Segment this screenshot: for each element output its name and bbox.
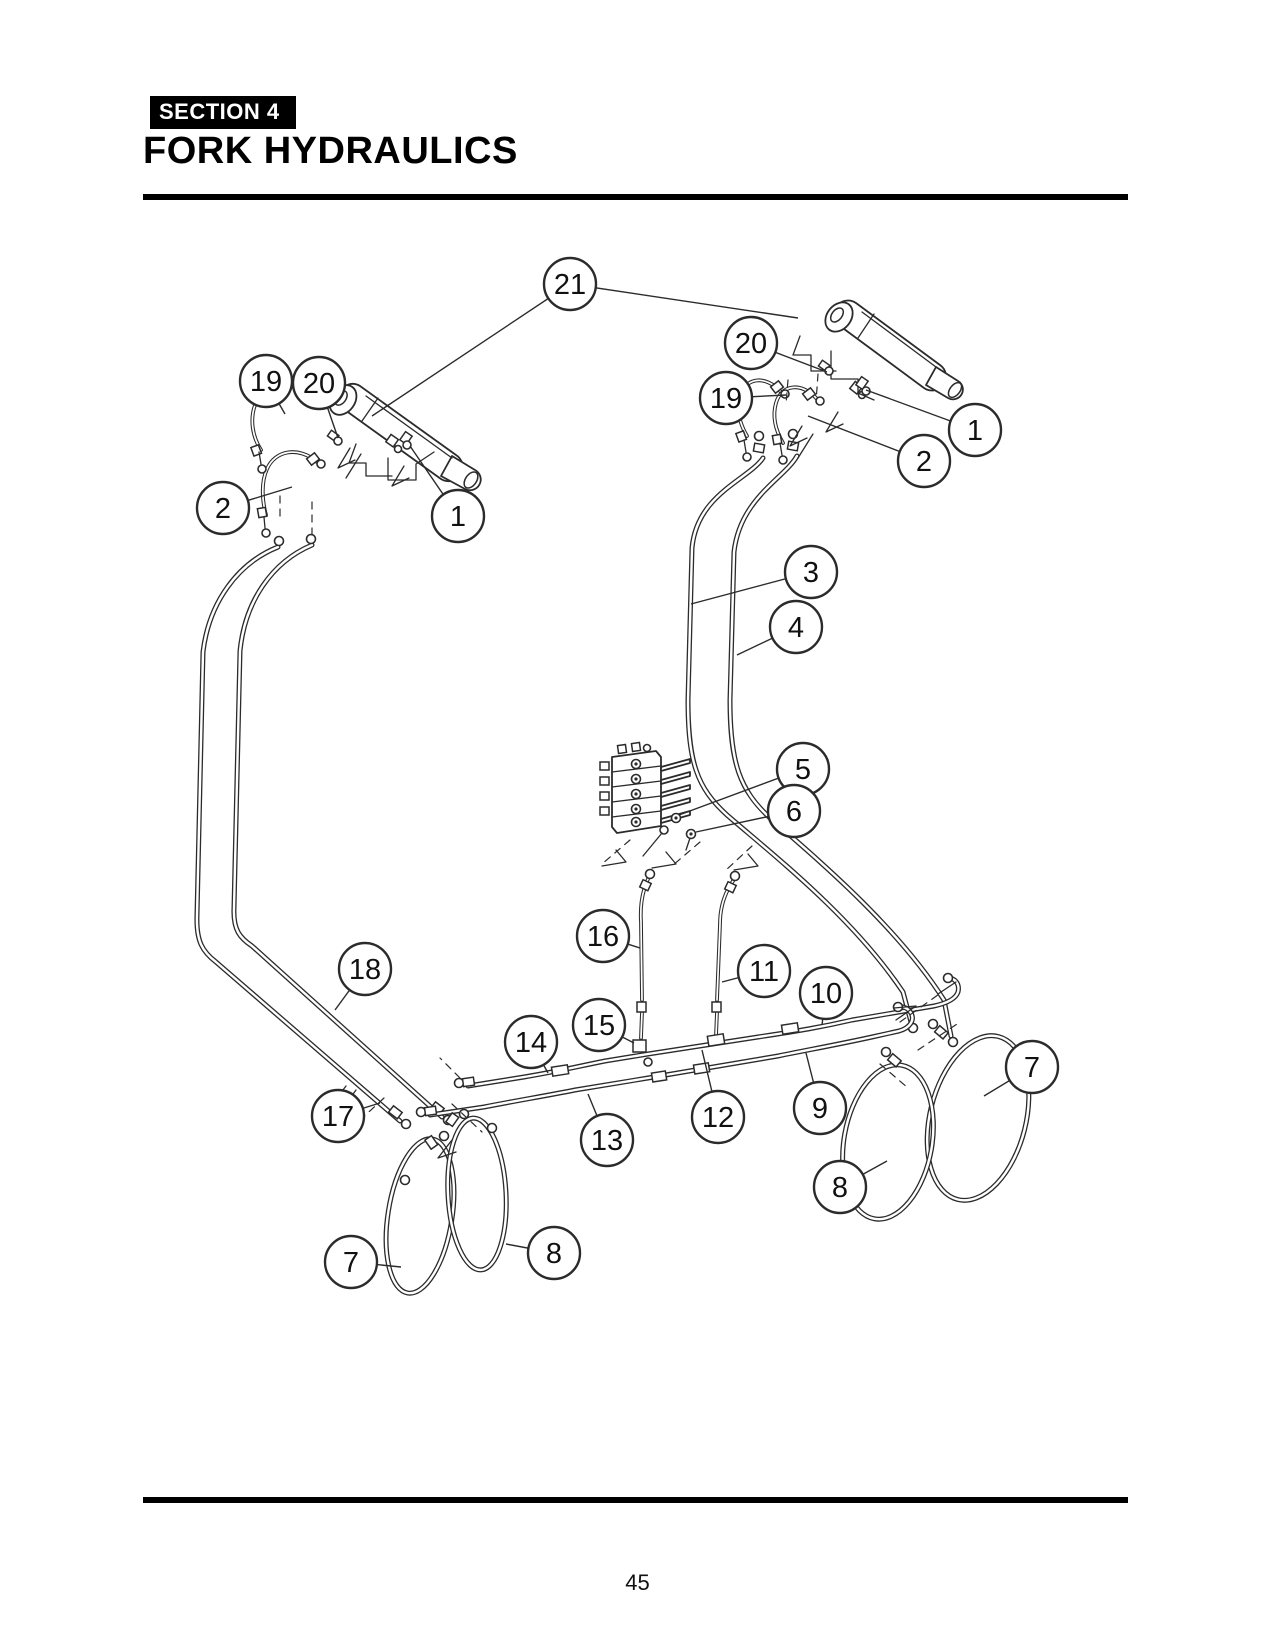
artwork	[197, 299, 1045, 1299]
callout-number-21: 21	[554, 269, 586, 301]
callout-number-3: 3	[803, 557, 819, 589]
control-valve	[599, 741, 697, 857]
section-label: SECTION 4	[159, 99, 280, 124]
crossover-tubes	[415, 972, 959, 1117]
right-loop-hoses	[831, 1018, 1045, 1227]
callout-number-11: 11	[749, 956, 779, 988]
callout-number-19: 19	[710, 383, 742, 415]
left-loop-hoses	[376, 1108, 510, 1299]
callout-10: 10	[798, 965, 854, 1021]
callout-circle-2	[195, 480, 251, 536]
callout-circle-2	[896, 433, 952, 489]
callout-number-6: 6	[786, 796, 802, 828]
callout-20: 20	[723, 315, 779, 371]
callout-number-10: 10	[810, 978, 842, 1010]
callout-circle-15	[571, 997, 627, 1053]
callout-circle-20	[723, 315, 779, 371]
callout-1: 1	[430, 488, 486, 544]
left-long-hoses	[197, 533, 454, 1130]
callout-number-1: 1	[967, 415, 983, 447]
callout-circle-10	[798, 965, 854, 1021]
callout-7: 7	[323, 1234, 379, 1290]
section-badge: SECTION 4	[150, 96, 296, 129]
callout-number-8: 8	[546, 1238, 562, 1270]
callout-circle-4	[768, 599, 824, 655]
callout-12: 12	[690, 1089, 746, 1145]
callout-19: 19	[698, 370, 754, 426]
callout-circle-8	[812, 1159, 868, 1215]
callout-circle-7	[1004, 1039, 1060, 1095]
callout-number-8: 8	[832, 1172, 848, 1204]
callout-circle-16	[575, 908, 631, 964]
right-cylinder-hoses	[734, 359, 834, 465]
callout-number-4: 4	[788, 612, 804, 644]
callout-number-14: 14	[515, 1027, 547, 1059]
callout-3: 3	[783, 544, 839, 600]
callout-circle-1	[430, 488, 486, 544]
callout-number-13: 13	[591, 1125, 623, 1157]
callout-8: 8	[812, 1159, 868, 1215]
callout-circle-20	[291, 355, 347, 411]
callout-circle-8	[526, 1225, 582, 1281]
callout-circle-1	[947, 402, 1003, 458]
callout-4: 4	[768, 599, 824, 655]
leader-line-21	[569, 283, 799, 319]
callout-9: 9	[792, 1080, 848, 1136]
leader-line-21	[371, 283, 571, 417]
callout-number-1: 1	[450, 501, 466, 533]
callout-6: 6	[766, 783, 822, 839]
callout-circle-14	[503, 1014, 559, 1070]
callout-number-20: 20	[735, 328, 767, 360]
callout-11: 11	[736, 943, 792, 999]
right-lift-cylinder	[792, 299, 964, 401]
callout-13: 13	[579, 1112, 635, 1168]
valve-hard-lines	[636, 868, 741, 1040]
callout-number-2: 2	[916, 446, 932, 478]
callout-circle-6	[766, 783, 822, 839]
callout-number-7: 7	[343, 1247, 359, 1279]
assembly-dashed-lines	[279, 373, 961, 1133]
callout-1: 1	[947, 402, 1003, 458]
right-long-hoses	[688, 428, 959, 1048]
callout-circle-11	[736, 943, 792, 999]
callout-18: 18	[337, 941, 393, 997]
callout-2: 2	[195, 480, 251, 536]
callout-circle-12	[690, 1089, 746, 1145]
callout-21: 21	[542, 256, 598, 312]
header-rule	[143, 194, 1128, 200]
callout-circle-7	[323, 1234, 379, 1290]
callout-number-5: 5	[795, 754, 811, 786]
callout-circle-3	[783, 544, 839, 600]
callout-circle-21	[542, 256, 598, 312]
callout-17: 17	[310, 1088, 366, 1144]
callout-circle-18	[337, 941, 393, 997]
callout-15: 15	[571, 997, 627, 1053]
callout-number-20: 20	[303, 368, 335, 400]
callout-number-15: 15	[583, 1010, 615, 1042]
page-number: 45	[625, 1570, 650, 1595]
footer-rule	[143, 1497, 1128, 1503]
callout-16: 16	[575, 908, 631, 964]
callout-circle-19	[698, 370, 754, 426]
callout-number-2: 2	[215, 493, 231, 525]
callout-number-19: 19	[250, 366, 282, 398]
callout-number-16: 16	[587, 921, 619, 953]
callout-2: 2	[896, 433, 952, 489]
callout-19: 19	[238, 353, 294, 409]
callout-8: 8	[526, 1225, 582, 1281]
callout-number-9: 9	[812, 1093, 828, 1125]
callout-number-17: 17	[322, 1101, 354, 1133]
callout-14: 14	[503, 1014, 559, 1070]
callout-number-12: 12	[702, 1102, 734, 1134]
callout-circle-9	[792, 1080, 848, 1136]
callout-number-18: 18	[349, 954, 381, 986]
callout-7: 7	[1004, 1039, 1060, 1095]
callout-20: 20	[291, 355, 347, 411]
page-title: FORK HYDRAULICS	[143, 130, 518, 172]
callout-circle-13	[579, 1112, 635, 1168]
callout-number-7: 7	[1024, 1052, 1040, 1084]
callout-circle-17	[310, 1088, 366, 1144]
